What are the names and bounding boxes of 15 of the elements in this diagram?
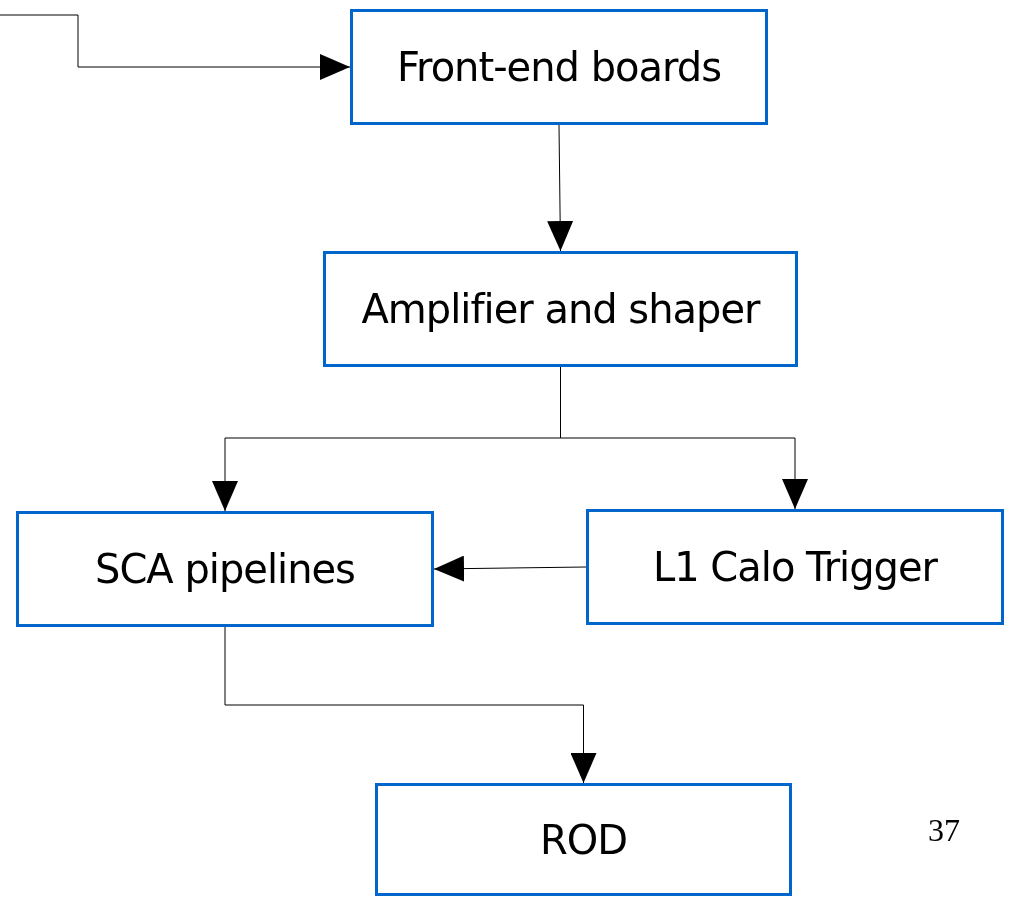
process-box [586,509,1004,625]
arrow [547,124,574,252]
arrow [433,555,587,582]
arrow [224,626,597,784]
box-label: SCA pipelines [95,546,355,592]
arrow [0,14,351,80]
process-box [375,783,792,896]
process-box [16,511,434,627]
box-label: L1 Calo Trigger [652,544,938,590]
page-number: 37 [928,812,960,849]
process-box [350,9,768,125]
box-label: ROD [539,816,628,863]
box-label: Amplifier and shaper [361,286,760,332]
process-box [323,251,798,367]
box-label: Front-end boards [397,44,721,90]
